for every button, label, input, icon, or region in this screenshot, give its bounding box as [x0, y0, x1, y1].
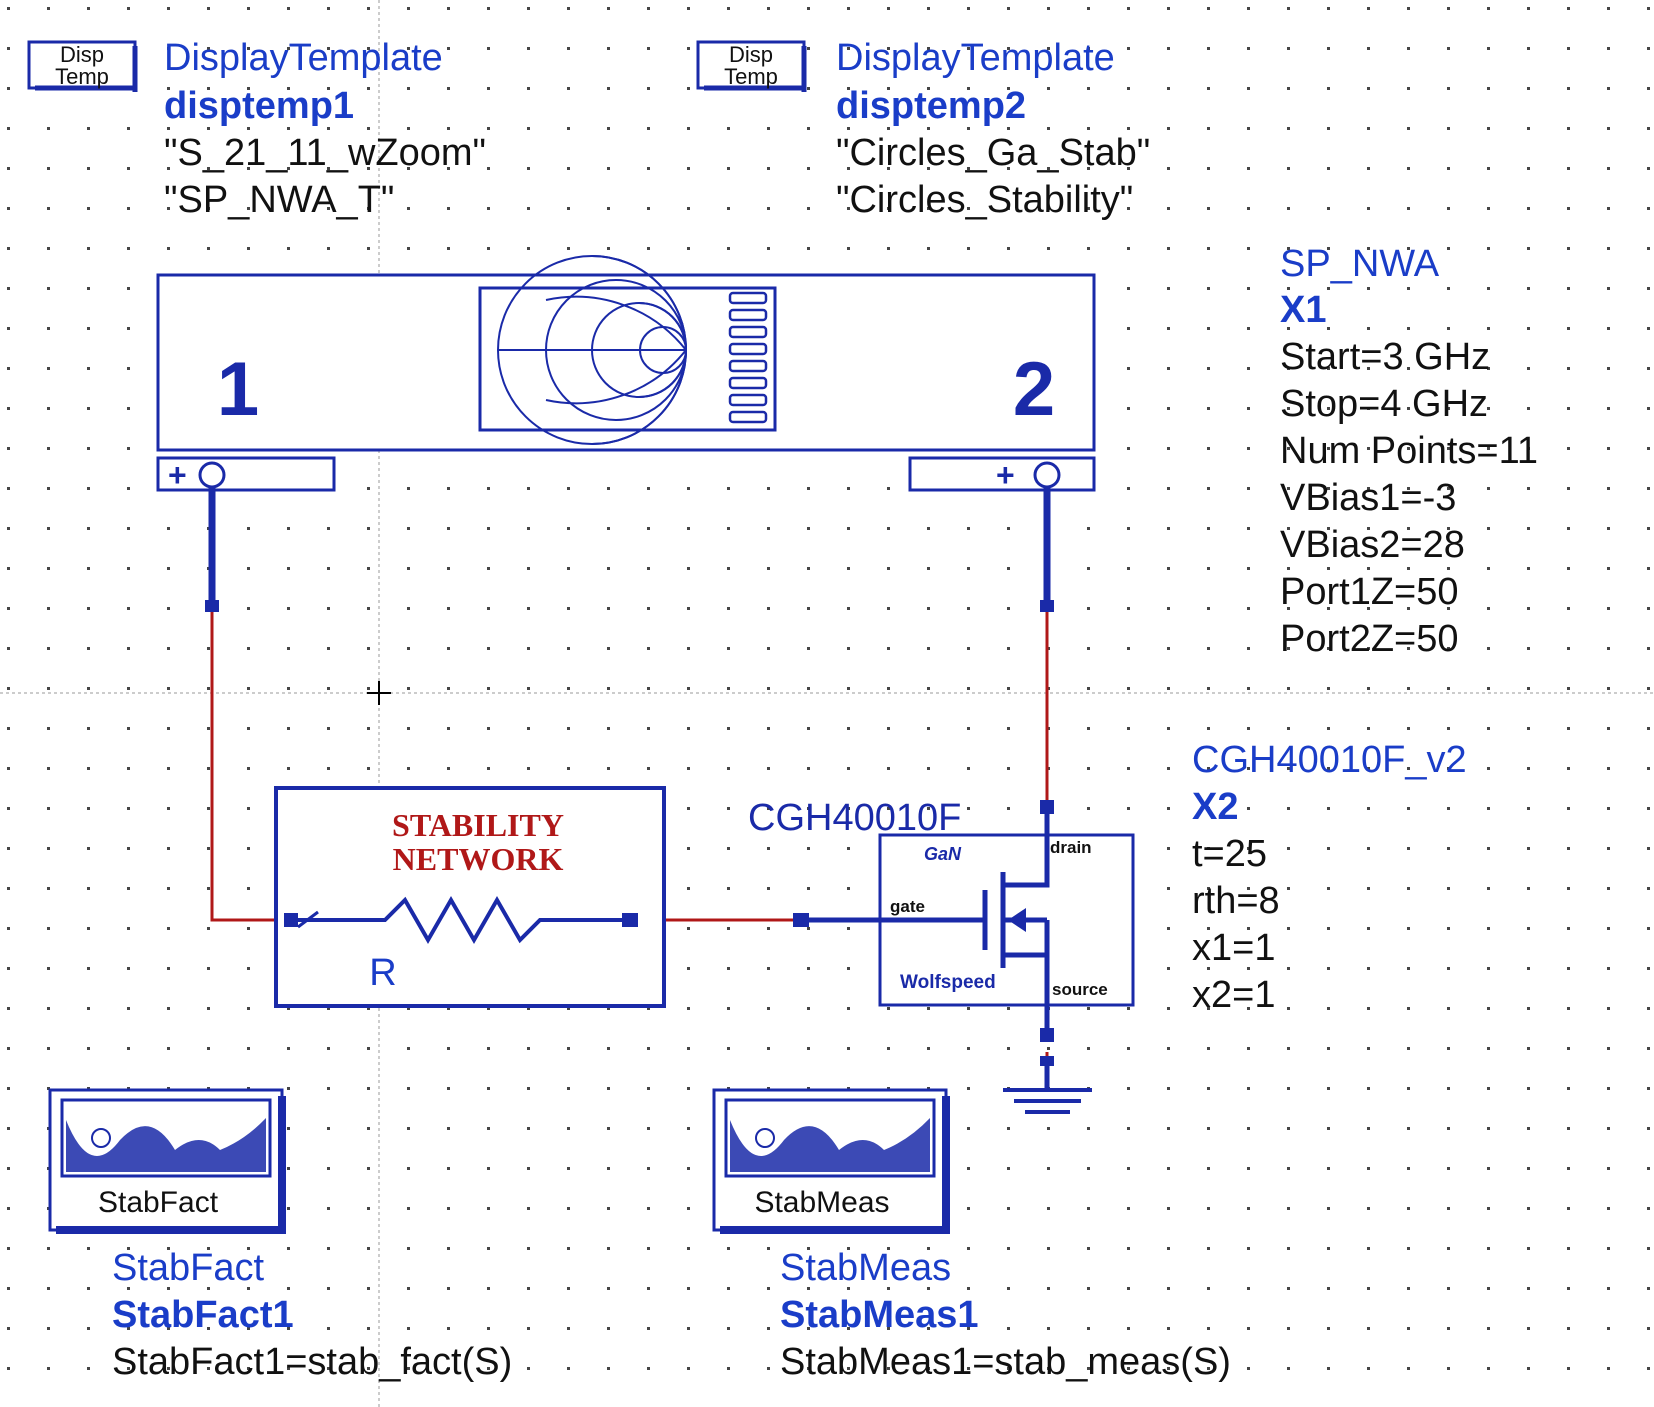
transistor-part-label: CGH40010F — [748, 797, 961, 839]
transistor-tech-label: GaN — [924, 844, 962, 864]
stability-network-title-line1: STABILITY — [392, 807, 564, 843]
disp-temp-icon-line2: Temp — [55, 64, 109, 89]
param-line: x1=1 — [1192, 927, 1275, 969]
crosshair-cursor — [367, 681, 391, 705]
ground-icon[interactable] — [1003, 1088, 1092, 1114]
port-1-plus-sign: + — [168, 457, 187, 493]
network-analyzer-labels: SP_NWA X1 Start=3 GHz Stop=4 GHz Num Poi… — [1280, 243, 1538, 660]
pin — [1040, 1056, 1054, 1066]
param-line: VBias2=28 — [1280, 524, 1465, 566]
stability-network-body — [274, 786, 666, 1008]
wire-port1-to-stability[interactable] — [210, 612, 284, 922]
pin — [284, 913, 298, 927]
param-line: Port2Z=50 — [1280, 618, 1459, 660]
component-type-label: CGH40010F_v2 — [1192, 739, 1467, 781]
resistor-label: R — [369, 952, 396, 994]
component-type-label: SP_NWA — [1280, 243, 1440, 285]
param-line: VBias1=-3 — [1280, 477, 1456, 519]
param-line: "SP_NWA_T" — [164, 179, 394, 221]
port-1-connector-icon[interactable] — [198, 461, 226, 489]
param-line: rth=8 — [1192, 880, 1280, 922]
stabmeas-labels: StabMeas StabMeas1 StabMeas1=stab_meas(S… — [780, 1247, 1231, 1383]
display-template-1[interactable]: Disp Temp DisplayTemplate disptemp1 "S_2… — [27, 37, 486, 221]
stabfact-waveform-icon — [66, 1118, 266, 1172]
param-line: "S_21_11_wZoom" — [164, 132, 486, 174]
param-line: t=25 — [1192, 833, 1267, 875]
param-line: "Circles_Stability" — [836, 179, 1133, 221]
equation-line: StabMeas1=stab_meas(S) — [780, 1341, 1231, 1383]
disp-temp-icon — [696, 40, 806, 90]
drain-pin-label: drain — [1050, 838, 1092, 857]
port-2-terminal — [908, 456, 1096, 492]
pin-tick — [297, 910, 319, 929]
pin — [205, 600, 219, 612]
vendor-label: Wolfspeed — [900, 972, 996, 993]
transistor-symbol[interactable]: CGH40010F GaN drain gate source Wolfspee… — [748, 797, 1135, 1090]
param-line: x2=1 — [1192, 974, 1275, 1016]
equation-line: StabFact1=stab_fact(S) — [112, 1341, 512, 1383]
instance-name-label: StabFact1 — [112, 1294, 294, 1336]
param-line: Num Points=11 — [1280, 430, 1538, 472]
drain-pin — [1040, 800, 1054, 814]
instance-name-label: StabMeas1 — [780, 1294, 979, 1336]
smith-chart-icon — [497, 255, 687, 445]
transistor-labels: CGH40010F_v2 X2 t=25 rth=8 x1=1 x2=1 — [1192, 739, 1467, 1016]
instance-name-label: disptemp2 — [836, 85, 1026, 127]
port-2-connector-icon[interactable] — [1033, 461, 1061, 489]
component-type-label: DisplayTemplate — [164, 37, 443, 79]
pin — [1040, 600, 1054, 612]
param-line: "Circles_Ga_Stab" — [836, 132, 1150, 174]
stabmeas-component[interactable]: StabMeas — [712, 1088, 950, 1234]
stabmeas-waveform-icon — [730, 1118, 930, 1172]
stabfact-icon-label: StabFact — [98, 1186, 219, 1219]
gate-pin — [793, 913, 809, 927]
port-2-label: 2 — [1013, 347, 1055, 432]
instance-name-label: X1 — [1280, 289, 1326, 331]
disp-temp-icon-line2: Temp — [724, 64, 778, 89]
port-1-label: 1 — [217, 347, 259, 432]
nwa-screen — [478, 286, 777, 432]
component-type-label: StabMeas — [780, 1247, 951, 1289]
resistor-symbol[interactable] — [284, 895, 632, 945]
param-line: Stop=4 GHz — [1280, 383, 1488, 425]
param-line: Start=3 GHz — [1280, 336, 1490, 378]
stability-network-block[interactable]: STABILITY NETWORK R — [274, 786, 666, 1008]
stabmeas-icon-label: StabMeas — [754, 1186, 889, 1219]
gate-pin-label: gate — [890, 897, 925, 916]
pin — [622, 913, 638, 927]
instance-name-label: disptemp1 — [164, 85, 354, 127]
marker-icon — [755, 1128, 775, 1148]
display-template-2[interactable]: Disp Temp DisplayTemplate disptemp2 "Cir… — [696, 37, 1150, 221]
disp-temp-icon-line1: Disp — [60, 42, 104, 67]
port-2-plus-sign: + — [996, 457, 1015, 493]
network-analyzer-symbol[interactable]: 1 2 + + — [156, 255, 1096, 493]
port-1-terminal — [156, 456, 336, 492]
source-pin-label: source — [1052, 980, 1108, 999]
stabfact-labels: StabFact StabFact1 StabFact1=stab_fact(S… — [112, 1247, 512, 1383]
mosfet-arrow-icon — [1008, 908, 1026, 932]
stability-network-title-line2: NETWORK — [393, 841, 564, 877]
component-type-label: StabFact — [112, 1247, 265, 1289]
component-type-label: DisplayTemplate — [836, 37, 1115, 79]
stabfact-component[interactable]: StabFact — [48, 1088, 286, 1234]
disp-temp-icon-line1: Disp — [729, 42, 773, 67]
marker-icon — [91, 1128, 111, 1148]
nwa-button-column — [728, 291, 768, 424]
instance-name-label: X2 — [1192, 786, 1238, 828]
param-line: Port1Z=50 — [1280, 571, 1459, 613]
source-pin — [1040, 1028, 1054, 1042]
